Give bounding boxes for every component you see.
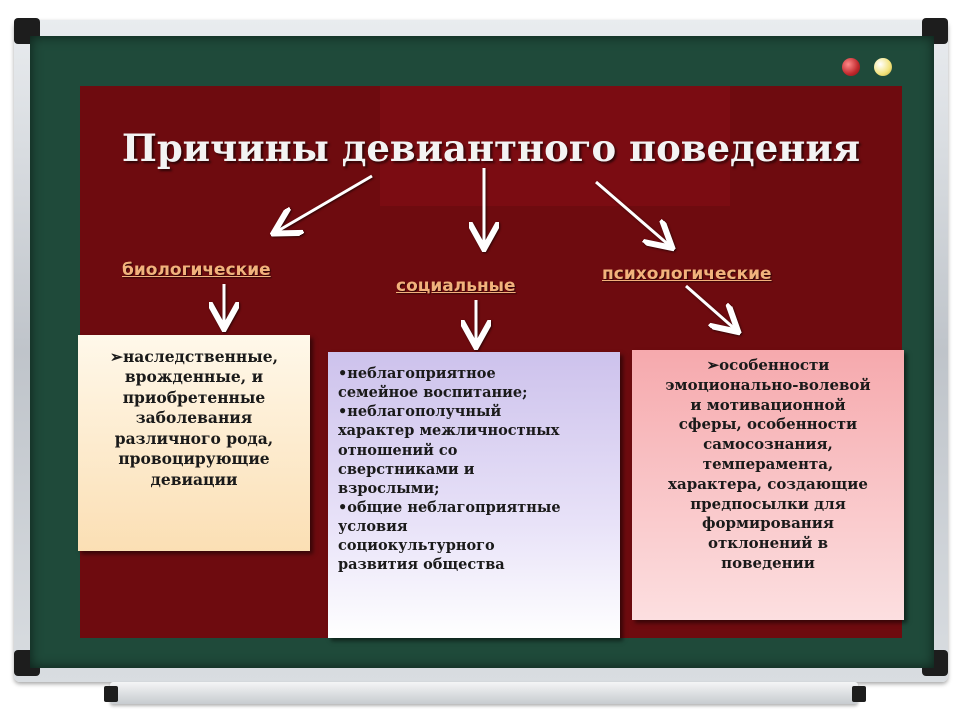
- psychological-causes-box: ➢особенности эмоционально-волевой и моти…: [632, 350, 904, 620]
- box-line: эмоционально-волевой: [632, 376, 904, 396]
- arrow-psychological-to-box: [686, 286, 736, 330]
- box-line: отклонений в: [632, 534, 904, 554]
- box-line: провоцирующие: [78, 449, 310, 469]
- arrow-title-to-biological: [276, 176, 372, 232]
- category-biological: биологические: [122, 260, 271, 280]
- box-line: характер межличностных: [338, 421, 612, 440]
- box-line: характера, создающие: [632, 475, 904, 495]
- box-line: развития общества: [338, 555, 612, 574]
- box-line: формирования: [632, 514, 904, 534]
- box-line: •неблагополучный: [338, 402, 612, 421]
- marker-tray-end-left: [104, 686, 118, 702]
- box-line: различного рода,: [78, 429, 310, 449]
- box-line: условия: [338, 517, 612, 536]
- biological-causes-box: ➢наследственные, врожденные, и приобрете…: [78, 335, 310, 551]
- box-line: приобретенные: [78, 388, 310, 408]
- marker-tray: [110, 682, 858, 704]
- category-social: социальные: [396, 276, 516, 296]
- box-line: взрослыми;: [338, 479, 612, 498]
- box-line: предпосылки для: [632, 495, 904, 515]
- box-line: •неблагоприятное: [338, 364, 612, 383]
- arrow-title-to-psychological: [596, 182, 670, 246]
- box-line: поведении: [632, 554, 904, 574]
- marker-tray-end-right: [852, 686, 866, 702]
- box-line: ➢особенности: [632, 356, 904, 376]
- box-line: заболевания: [78, 408, 310, 428]
- box-line: и мотивационной: [632, 396, 904, 416]
- social-causes-box: •неблагоприятное семейное воспитание; •н…: [328, 352, 620, 638]
- box-line: девиации: [78, 470, 310, 490]
- box-line: сферы, особенности: [632, 415, 904, 435]
- box-line: самосознания,: [632, 435, 904, 455]
- box-line: темперамента,: [632, 455, 904, 475]
- category-psychological: психологические: [602, 264, 772, 284]
- box-line: ➢наследственные,: [78, 347, 310, 367]
- box-line: отношений со: [338, 441, 612, 460]
- box-line: врожденные, и: [78, 367, 310, 387]
- box-line: семейное воспитание;: [338, 383, 612, 402]
- box-line: сверстниками и: [338, 460, 612, 479]
- box-line: •общие неблагоприятные: [338, 498, 612, 517]
- box-line: социокультурного: [338, 536, 612, 555]
